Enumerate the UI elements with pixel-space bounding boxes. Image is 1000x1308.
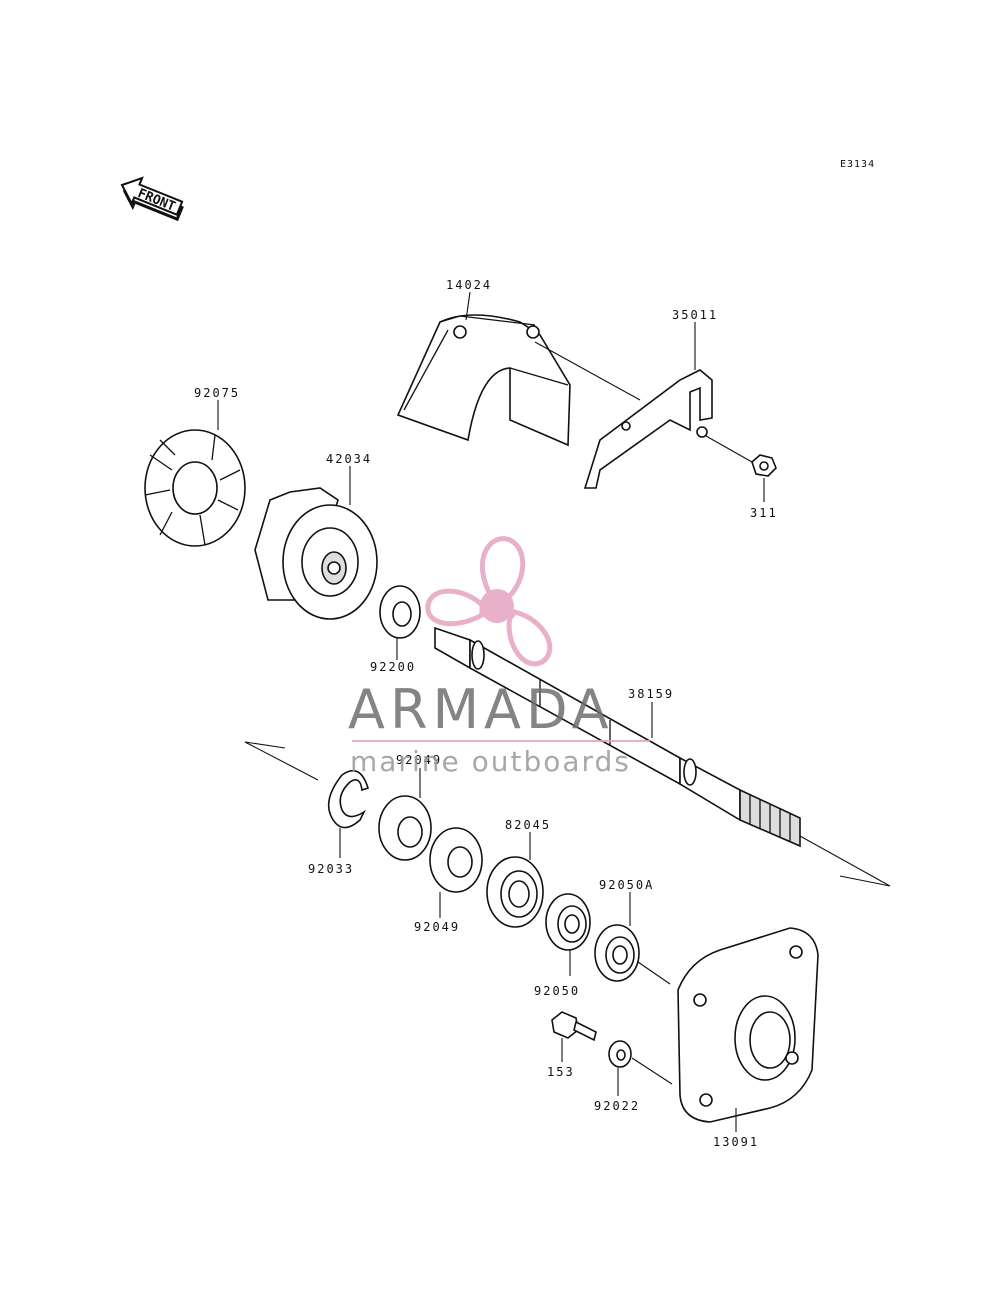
part-153-bolt-drawing	[551, 1011, 597, 1042]
part-92050-oil-seal-drawing	[545, 893, 591, 951]
diagram-code: E3134	[840, 159, 875, 170]
part-92049-lower-spacer-drawing	[429, 827, 483, 893]
part-38159-shaft-drawing	[434, 626, 801, 848]
part-label-311: 311	[750, 506, 778, 520]
propeller-logo-icon	[425, 536, 553, 667]
part-label-92022: 92022	[594, 1099, 640, 1113]
armada-watermark: ARMADA marine outboards	[348, 536, 650, 778]
part-42034-impeller-drawing	[254, 487, 378, 620]
part-label-38159: 38159	[628, 687, 674, 701]
watermark-brand: ARMADA	[348, 678, 614, 741]
part-label-92033: 92033	[308, 862, 354, 876]
part-label-35011: 35011	[672, 308, 718, 322]
part-label-14024: 14024	[446, 278, 492, 292]
part-92033-circlip-drawing	[327, 769, 369, 829]
part-92075-damper-drawing	[144, 429, 246, 547]
part-label-92050A: 92050A	[599, 878, 654, 892]
part-label-153: 153	[547, 1065, 575, 1079]
part-label-92049-lower: 92049	[414, 920, 460, 934]
part-82045-bearing-drawing	[486, 856, 544, 928]
part-label-92049-upper: 92049	[396, 753, 442, 767]
part-92200-washer-drawing	[379, 585, 421, 639]
part-35011-bracket-drawing	[583, 369, 713, 489]
part-92022-washer-drawing	[608, 1040, 632, 1068]
watermark-tagline: marine outboards	[350, 745, 631, 778]
part-label-13091: 13091	[713, 1135, 759, 1149]
part-label-92200: 92200	[370, 660, 416, 674]
part-14024-cover-drawing	[396, 314, 571, 447]
part-92050A-oil-seal-drawing	[594, 924, 640, 982]
part-311-nut-drawing	[751, 454, 777, 477]
part-label-42034: 42034	[326, 452, 372, 466]
part-92049-upper-spacer-drawing	[378, 795, 432, 861]
part-label-92050: 92050	[534, 984, 580, 998]
part-label-92075: 92075	[194, 386, 240, 400]
front-arrow-icon: FRONT	[120, 176, 184, 222]
part-label-82045: 82045	[505, 818, 551, 832]
part-13091-housing-drawing	[677, 927, 819, 1123]
